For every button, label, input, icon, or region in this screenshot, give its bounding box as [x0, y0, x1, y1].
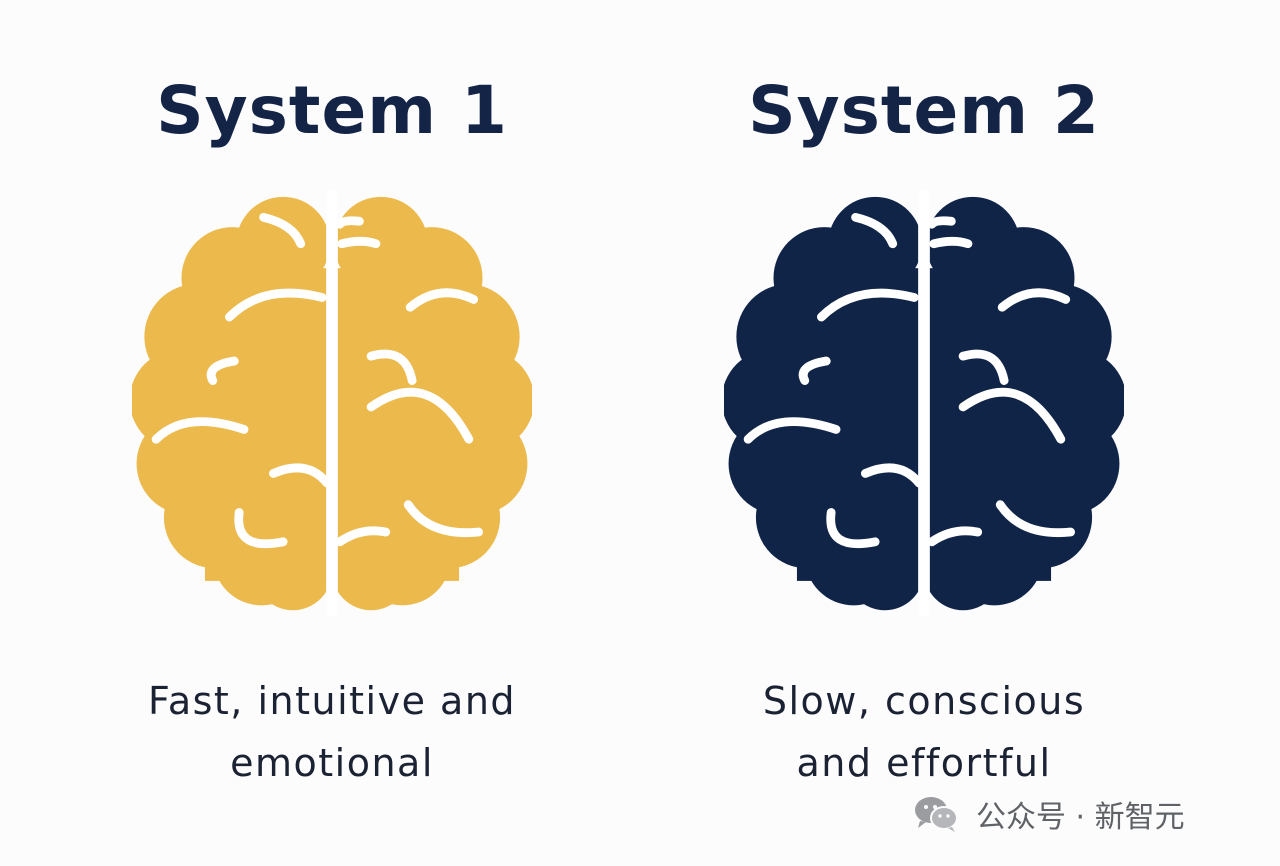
system-2-title: System 2: [748, 72, 1100, 149]
caption-line: Slow, conscious: [762, 679, 1086, 723]
brain-fill-navy: [724, 195, 1124, 610]
caption-line: and effortful: [796, 741, 1052, 785]
brain-fill-yellow: [132, 195, 532, 610]
watermark-text: 公众号 · 新智元: [976, 800, 1185, 835]
caption-line: emotional: [230, 741, 434, 785]
system-1-caption: Fast, intuitive and emotional: [12, 670, 652, 794]
brain-icon: [724, 190, 1124, 620]
system-1-title: System 1: [156, 72, 508, 149]
watermark: 公众号 · 新智元: [912, 792, 1185, 836]
caption-line: Fast, intuitive and: [147, 679, 517, 723]
system-1-panel: System 1 Fast, intuitive and emotional: [12, 0, 652, 866]
system-2-caption: Slow, conscious and effortful: [604, 670, 1244, 794]
brain-icon: [132, 190, 532, 620]
wechat-icon: [915, 797, 958, 832]
system-2-panel: System 2 Slow, conscious and effortful: [604, 0, 1244, 866]
